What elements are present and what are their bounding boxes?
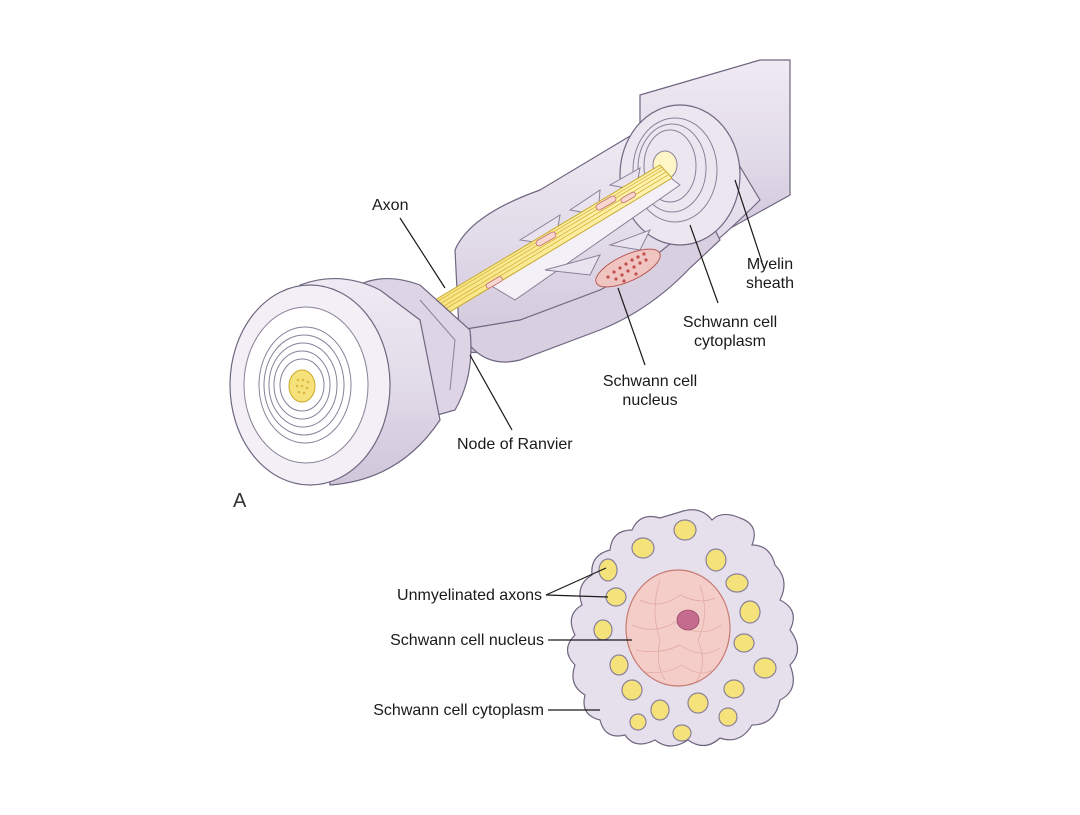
panel-label-a: A [233,490,247,512]
nucleus-leader [617,287,646,366]
label-schwann-cytoplasm-a: Schwann cell cytoplasm [665,313,795,351]
label-cytoplasm-line2: cytoplasm [693,333,767,350]
label-node-of-ranvier: Node of Ranvier [457,436,573,453]
node-leader [469,354,513,431]
leader-lines-b [545,567,632,711]
far-cut-face [619,104,741,246]
label-schwann-nucleus-a: Schwann cell nucleus [585,372,715,410]
schwann-nucleus-b [625,569,731,687]
label-nucleus-line1: Schwann cell [602,373,698,390]
myelinated-fiber [229,59,791,486]
label-cytoplasm-line1: Schwann cell [682,314,778,331]
unmyelinated-axons [593,519,777,742]
axon-bundle [384,164,673,346]
near-cut-face [229,284,391,486]
label-axon: Axon [372,197,409,214]
unmyelinated-leader-1 [545,567,607,596]
axon-leader [399,217,446,289]
myelin-leader [734,179,763,263]
label-myelin-line2: sheath [745,275,795,292]
label-schwann-nucleus-b: Schwann cell nucleus [390,632,544,649]
label-unmyelinated-axons: Unmyelinated axons [397,587,542,604]
label-myelin-line1: Myelin [746,256,794,273]
schwann-nucleus-a [595,248,661,288]
label-myelin-sheath: Myelin sheath [725,255,815,293]
cytoplasm-leader [689,224,719,304]
leader-lines-a [399,179,763,431]
unmyelinated-leader-2 [545,594,609,598]
label-nucleus-line2: nucleus [622,392,678,409]
label-schwann-cytoplasm-b: Schwann cell cytoplasm [373,702,544,719]
unmyelinated-cell [545,509,799,747]
